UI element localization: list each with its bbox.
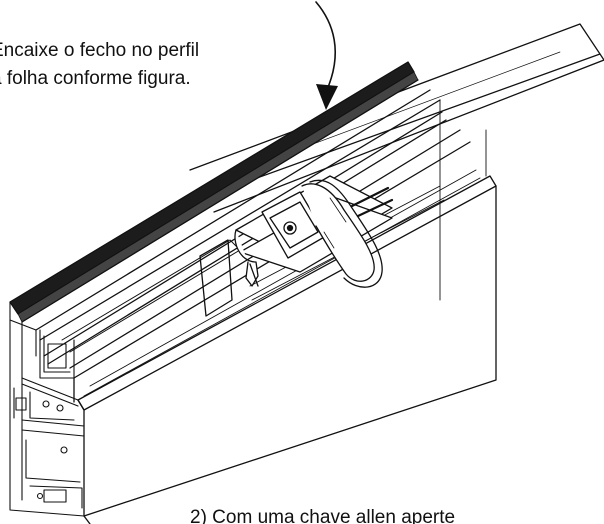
- frame-profile: [21, 79, 497, 524]
- step1-line2: a folha conforme figura.: [0, 68, 191, 89]
- sash-profile: [189, 23, 604, 213]
- step1-line1: Encaixe o fecho no perfil: [0, 40, 199, 61]
- profile-cross-section: [9, 301, 85, 517]
- weatherstrip-brush: [9, 61, 419, 323]
- step2-line1: 2) Com uma chave allen aperte: [190, 507, 455, 524]
- instruction-arrow: [315, 1, 338, 110]
- latch-clip: [234, 175, 394, 288]
